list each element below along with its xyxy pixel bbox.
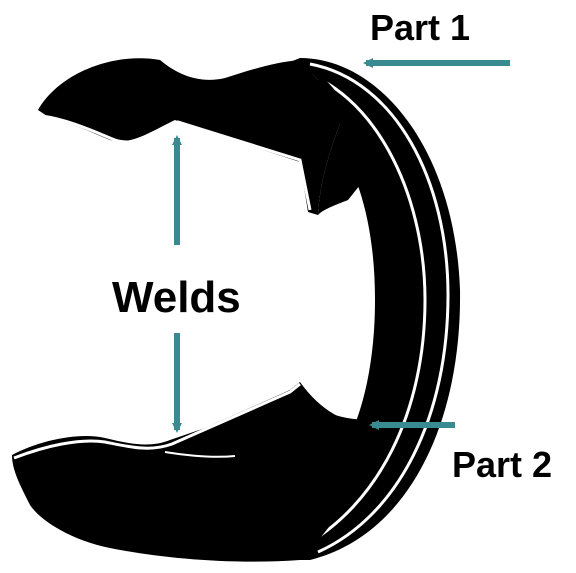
part-2-label: Part 2 — [452, 444, 552, 485]
part-1-label: Part 1 — [370, 7, 470, 48]
rim-outer-band — [250, 58, 461, 560]
hub-upper-wall — [300, 60, 372, 215]
lower-flange-highlight — [164, 451, 236, 458]
rim-seam-line-outer — [309, 62, 450, 554]
hub-body-shape — [330, 110, 392, 472]
lower-flange — [12, 382, 375, 562]
lower-weld-seam — [13, 382, 301, 460]
upper-flange — [38, 58, 345, 215]
welds-label: Welds — [112, 273, 241, 322]
upper-weld-seam — [41, 114, 312, 211]
annotation-arrows — [172, 58, 510, 433]
upper-flange-shape — [38, 58, 345, 215]
rim-seam-line-inner — [295, 68, 427, 550]
rim-part-1 — [250, 58, 461, 560]
lower-flange-shape — [12, 382, 375, 562]
